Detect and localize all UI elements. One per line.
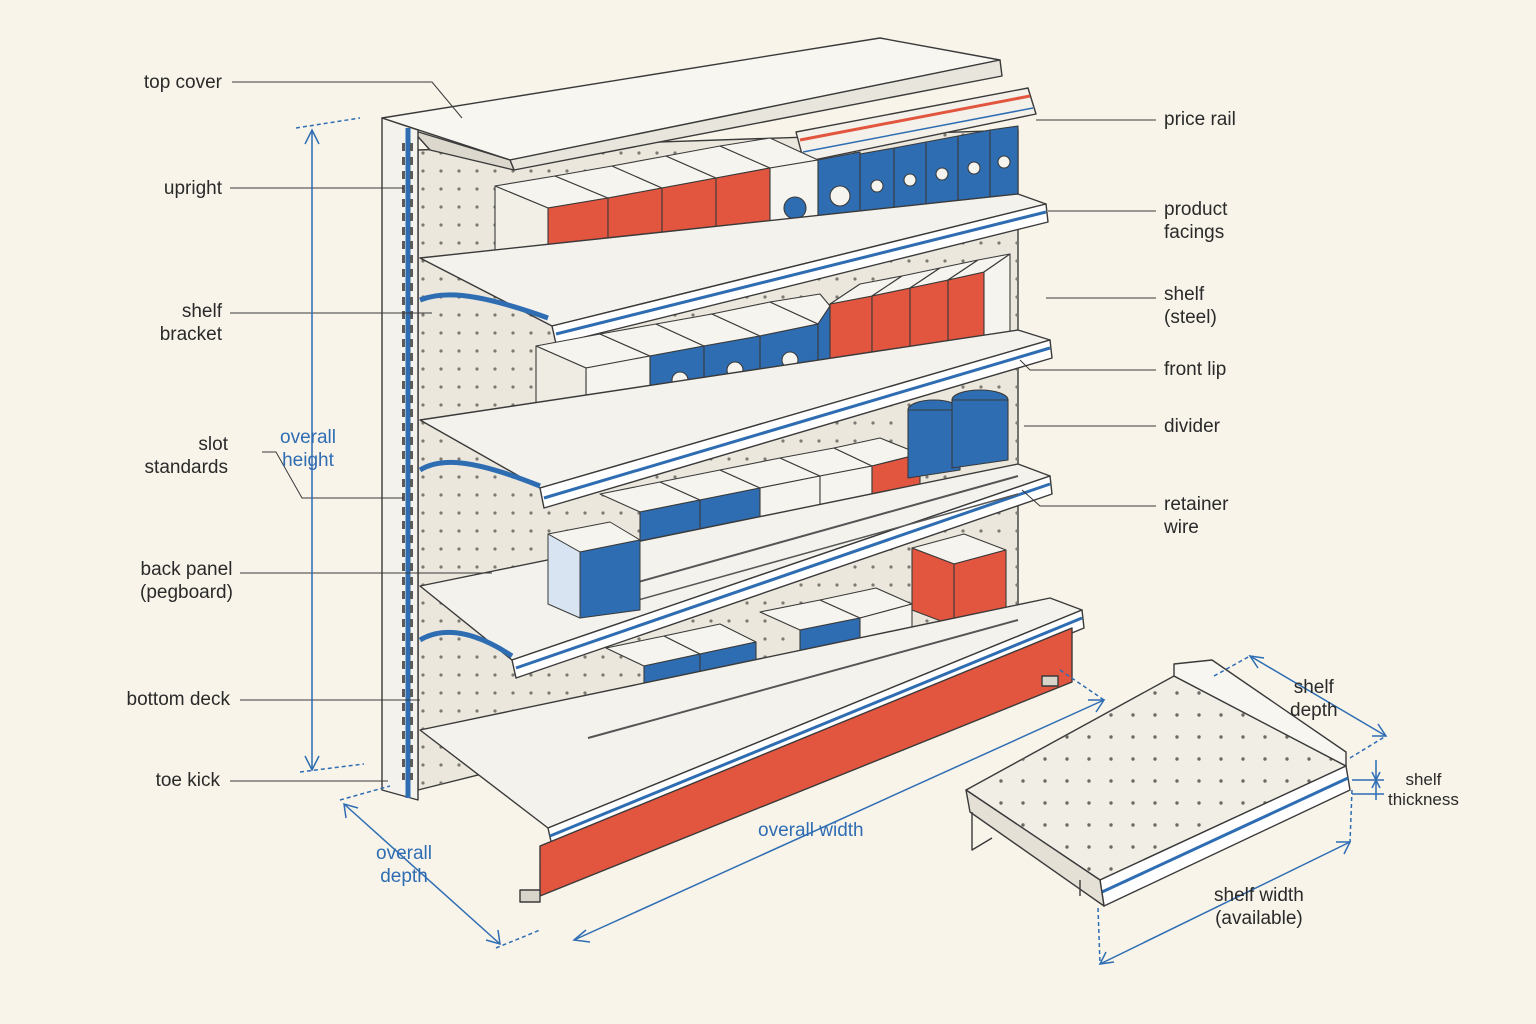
retainer-wire [587, 475, 1019, 597]
label-shelf-bracket: shelf bracket [159, 301, 222, 345]
label-upright: upright [163, 178, 222, 199]
label-product-facings: product facings [1164, 199, 1228, 243]
label-divider: divider [1164, 416, 1220, 437]
toe-kick [539, 627, 1073, 897]
label-price-rail: price rail [1164, 109, 1236, 130]
loose-shelf-icon [965, 659, 1351, 907]
label-retainer-wire: retainer wire [1164, 494, 1229, 538]
label-back-panel: back panel (pegboard) [140, 559, 233, 603]
label-toe-kick: toe kick [155, 770, 220, 791]
label-slot-standards: slot standards [144, 434, 228, 478]
leader-lines [230, 81, 1156, 782]
label-top-cover: top cover [143, 72, 222, 93]
dim-shelf-width: shelf width (available) [1214, 885, 1304, 929]
dim-overall-depth: overall depth [376, 843, 432, 887]
dim-shelf-depth: shelf depth [1290, 677, 1338, 721]
bottom-deck-group [419, 533, 1085, 903]
dim-overall-height: overall height [280, 427, 336, 471]
gondola-unit-icon [381, 37, 1085, 903]
dim-overall-width: overall width [758, 820, 864, 841]
shelf-3 [418, 389, 1053, 679]
label-shelf-steel: shelf (steel) [1164, 284, 1217, 328]
shelf-1 [419, 125, 1049, 345]
slot-standards [400, 140, 414, 780]
shelf-2 [418, 253, 1053, 509]
label-bottom-deck: bottom deck [126, 689, 231, 710]
label-front-lip: front lip [1164, 359, 1227, 380]
dimension-lines [295, 117, 1388, 965]
dim-shelf-thickness: shelf thickness [1388, 770, 1459, 809]
